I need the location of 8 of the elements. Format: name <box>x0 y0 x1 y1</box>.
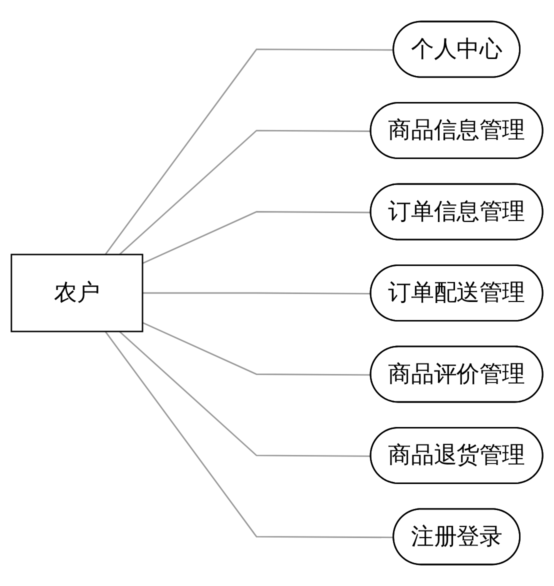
connector <box>142 292 372 294</box>
connector <box>104 48 394 255</box>
node-box: 农户 <box>10 254 144 332</box>
connector <box>119 130 372 256</box>
connector <box>119 330 372 457</box>
connector <box>104 331 394 538</box>
connector <box>142 211 372 264</box>
connector <box>142 322 372 376</box>
